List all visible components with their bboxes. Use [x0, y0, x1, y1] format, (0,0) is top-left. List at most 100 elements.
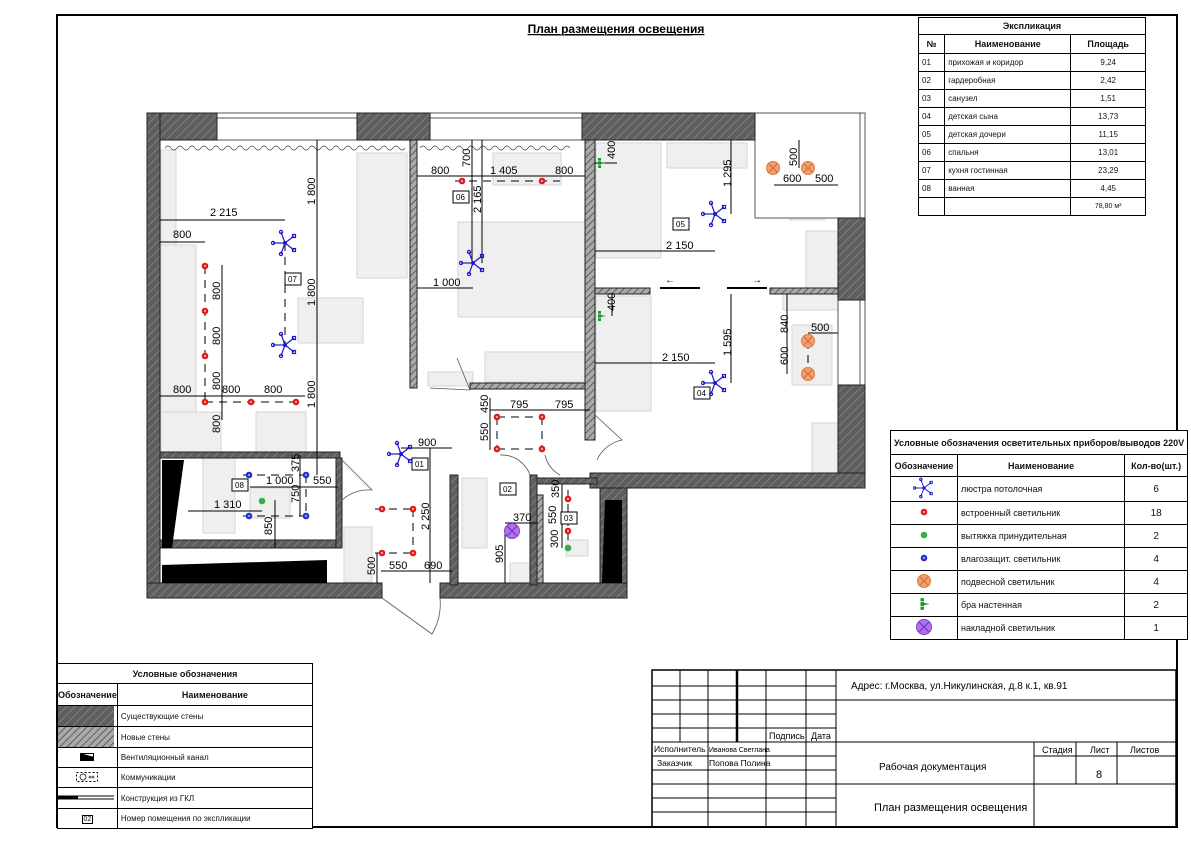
recessed-light-icon: [409, 505, 417, 513]
table-row: Существующие стены: [57, 705, 314, 727]
symbols-legend-title: Условные обозначения: [57, 663, 313, 684]
title-block: Адрес: г.Москва, ул.Никулинская, д.8 к.1…: [654, 681, 1159, 814]
chandelier-icon: [913, 477, 933, 499]
floor-plan: ← →: [146, 112, 866, 635]
total-row: 78,80 м²: [917, 197, 1146, 216]
document-type: Рабочая документация: [879, 761, 986, 773]
dimension-label: 795: [555, 399, 573, 411]
dimension-label: 750: [290, 485, 302, 503]
dimension-label: 800: [211, 415, 223, 433]
executor-label: Исполнитель: [654, 744, 706, 754]
pendant-light-icon: [766, 161, 780, 175]
dimension-label: 550: [389, 560, 407, 572]
dimension-label: 500: [788, 148, 800, 166]
furniture: [160, 142, 839, 584]
dimension-label: 450: [479, 395, 491, 413]
wall-sconce-icon: [920, 597, 931, 611]
existing-wall-icon: [58, 706, 114, 726]
recessed-light-icon: [564, 495, 572, 503]
recessed-light-icon: [201, 352, 209, 360]
dimension-label: 900: [418, 437, 436, 449]
exhaust-fan-icon: [920, 531, 928, 539]
column-header: Площадь: [1070, 34, 1146, 54]
dimension-label: 840: [779, 315, 791, 333]
room-tag: 07: [284, 272, 302, 286]
dimension-label: 500: [815, 173, 833, 185]
waterproof-light-icon: [245, 471, 253, 479]
recessed-light-icon: [538, 413, 546, 421]
dimension-label: 1 595: [722, 328, 734, 356]
dimension-label: 550: [313, 475, 331, 487]
room-tag: 02: [499, 482, 517, 496]
dimension-label: 400: [606, 141, 618, 159]
column-header: Кол-во(шт.): [1124, 454, 1189, 477]
title-block-grid: [651, 669, 1177, 828]
room-tags: 07 06 05 04 01 02 03 08: [231, 190, 711, 525]
symbols-legend: Условные обозначения Обозначение Наимено…: [57, 663, 314, 829]
stage-label: Стадия: [1042, 745, 1073, 755]
room-tag: 05: [672, 217, 690, 231]
dimension-label: 850: [263, 517, 275, 535]
svg-text:02: 02: [503, 485, 512, 494]
dimension-label: 1 000: [266, 475, 294, 487]
dimension-label: 400: [606, 293, 618, 311]
exhaust-fan-icon: [258, 497, 266, 505]
date-label: Дата: [811, 731, 831, 741]
signature-label: Подпись: [769, 731, 805, 741]
surface-light-icon: [916, 619, 932, 635]
dimension-label: 800: [555, 165, 573, 177]
dimension-label: 350: [550, 480, 562, 498]
recessed-light-icon: [564, 527, 572, 535]
column-header: Наименование: [116, 683, 314, 706]
waterproof-light-icon: [245, 512, 253, 520]
svg-text:01: 01: [415, 460, 424, 469]
recessed-light-icon: [538, 177, 546, 185]
room-tag: 04: [693, 386, 711, 400]
dimension-label: 2 250: [420, 502, 432, 530]
dimension-label: 2 165: [472, 185, 484, 213]
recessed-light-icon: [493, 445, 501, 453]
sheet-frame: [56, 14, 1178, 828]
dimension-label: 2 150: [666, 240, 694, 252]
explication-title: Экспликация: [918, 17, 1146, 35]
svg-text:06: 06: [456, 193, 465, 202]
column-header: Обозначение: [890, 454, 958, 477]
dimension-label: 375: [290, 454, 302, 472]
executor-name: Иванова Светлана: [709, 747, 770, 754]
dimension-label: 1 295: [722, 159, 734, 187]
table-row: Конструкция из ГКЛ: [57, 787, 314, 809]
address: Адрес: г.Москва, ул.Никулинская, д.8 к.1…: [851, 681, 1068, 692]
column-header: Наименование: [956, 454, 1126, 477]
dimension-label: 1 800: [306, 380, 318, 408]
room-tag: 01: [411, 457, 429, 471]
customer-label: Заказчик: [657, 758, 692, 768]
recessed-light-icon: [538, 445, 546, 453]
sheet-number: 8: [1096, 769, 1102, 781]
dimension-label: 370: [513, 512, 531, 524]
existing-walls: [146, 112, 866, 599]
recessed-light-icon: [201, 398, 209, 406]
recessed-light-icon: [201, 307, 209, 315]
dimension-label: 2 150: [662, 352, 690, 364]
dimension-label: 2 215: [210, 207, 238, 219]
svg-text:03: 03: [564, 514, 573, 523]
vent-duct-icon: [80, 752, 95, 761]
dimension-label: 600: [783, 173, 801, 185]
room-tag: 06: [452, 190, 470, 204]
recessed-light-icon: [458, 177, 466, 185]
windows: [216, 112, 866, 386]
new-wall-icon: [58, 727, 114, 747]
column-header: Наименование: [944, 34, 1072, 54]
waterproof-light-icon: [302, 471, 310, 479]
exhaust-fan-icon: [564, 544, 572, 552]
sheet-title: План размещения освещения: [874, 802, 1027, 814]
recessed-light-icon: [247, 398, 255, 406]
dimension-label: 800: [222, 384, 240, 396]
